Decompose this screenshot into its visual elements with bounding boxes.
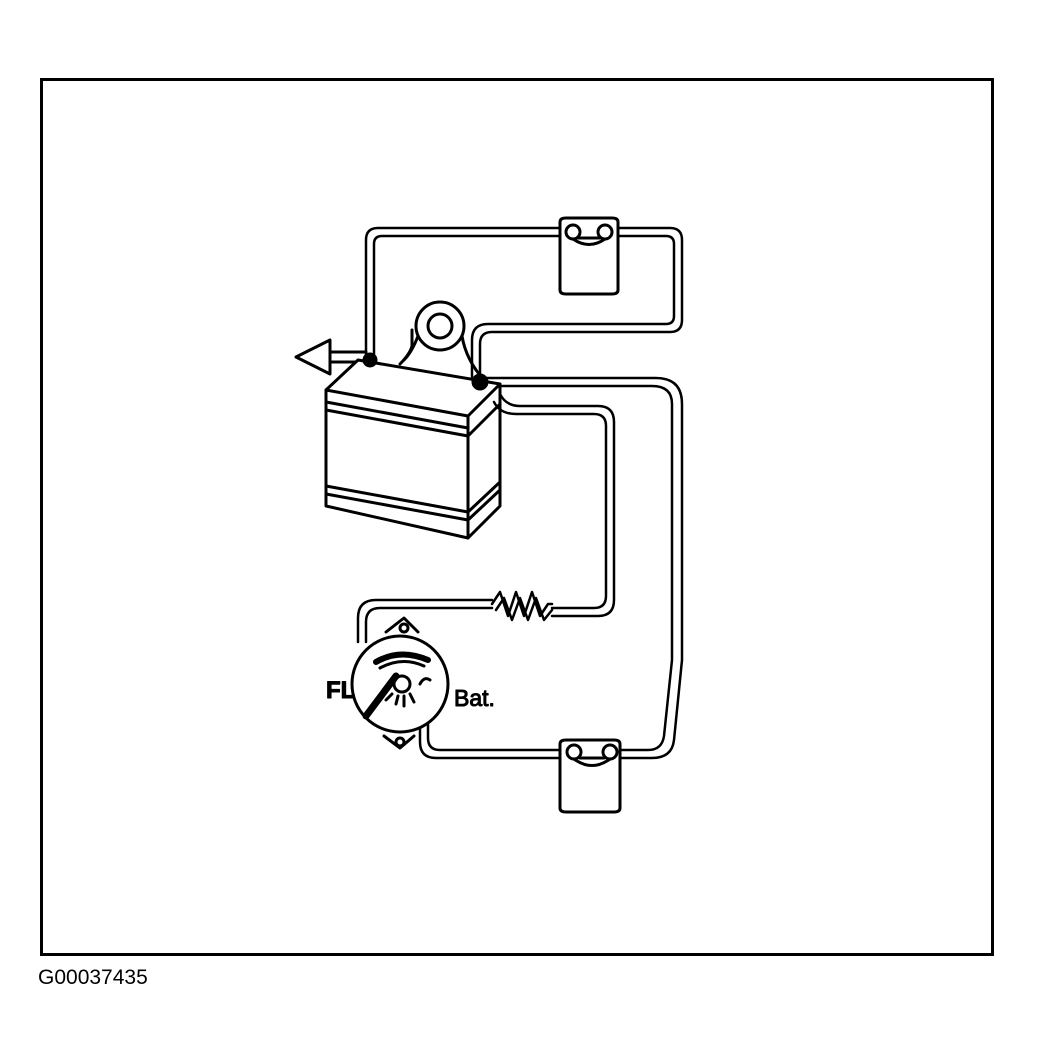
- alternator: [350, 616, 450, 750]
- wire-right-long: [418, 376, 684, 760]
- diagram-frame: [40, 78, 994, 956]
- top-lamp-connector: [558, 216, 620, 296]
- battery-ring-terminal: [402, 300, 486, 382]
- wire-resistor-loop: [356, 392, 616, 644]
- battery-post-positive: [471, 373, 489, 391]
- fl-terminal-label: FL: [326, 677, 355, 704]
- battery-post-negative: [362, 352, 378, 368]
- figure-id: G00037435: [38, 966, 148, 989]
- bottom-lamp-connector: [558, 738, 622, 814]
- resistor-icon: [490, 590, 554, 622]
- wire-top-loop: [364, 226, 684, 382]
- bat-terminal-label: Bat.: [454, 685, 495, 711]
